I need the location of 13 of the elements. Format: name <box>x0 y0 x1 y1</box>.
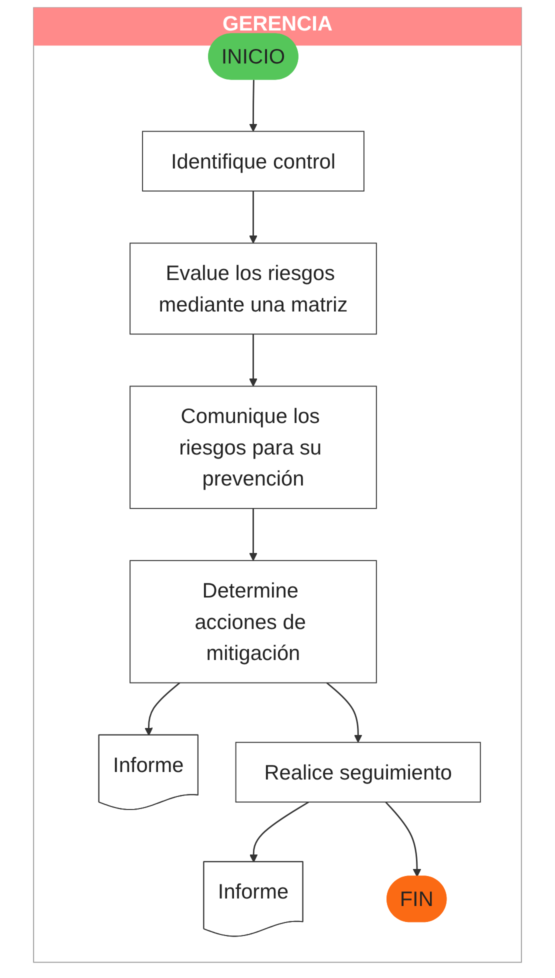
node-box: Realice seguimiento <box>235 742 481 803</box>
arrow <box>385 802 422 878</box>
node-box: Determine acciones de mitigación <box>130 560 377 684</box>
arrow <box>144 682 180 736</box>
arrow <box>326 682 362 743</box>
arrow <box>249 80 258 132</box>
arrow <box>249 508 258 561</box>
arrow <box>249 191 258 244</box>
node-box: Comunique los riesgos para su prevención <box>130 386 377 509</box>
arrow <box>249 334 258 387</box>
arrow <box>249 801 310 862</box>
node-box: Evalue los riesgos mediante una matriz <box>130 242 377 335</box>
node-box: Identifique control <box>142 130 364 192</box>
